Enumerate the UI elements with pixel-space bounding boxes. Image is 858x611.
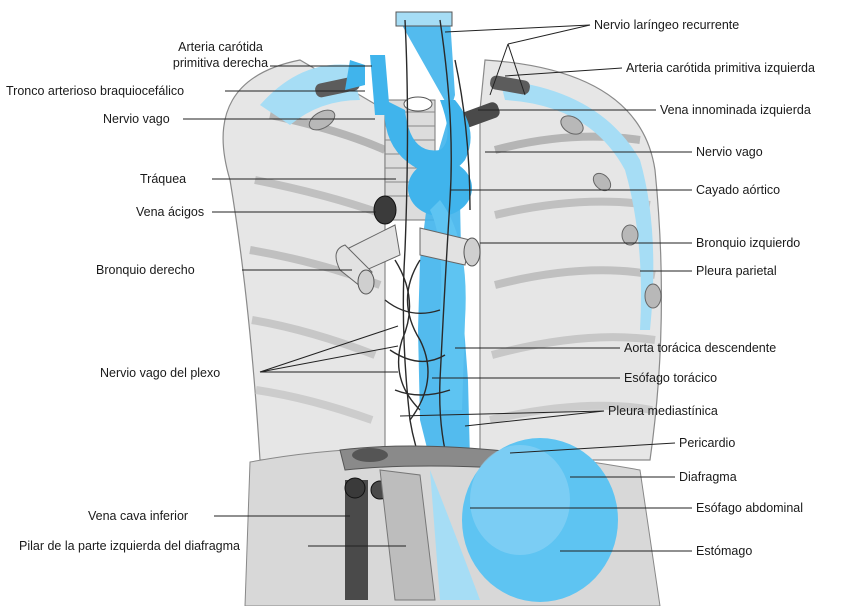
label-diaphragm: Diafragma bbox=[679, 470, 737, 484]
label-brachiocephalic-trunk: Tronco arterioso braquiocefálico bbox=[6, 84, 184, 98]
label-abdominal-esophagus: Esófago abdominal bbox=[696, 501, 803, 515]
label-recurrent-laryngeal: Nervio laríngeo recurrente bbox=[594, 18, 739, 32]
label-crus: Pilar de la parte izquierda del diafragm… bbox=[19, 539, 240, 553]
stomach bbox=[462, 438, 618, 602]
label-pericardium: Pericardio bbox=[679, 436, 735, 450]
label-carotid-right-1: Arteria carótida bbox=[163, 40, 278, 54]
label-vagus-plexus: Nervio vago del plexo bbox=[100, 366, 220, 380]
label-vagus-left: Nervio vago bbox=[696, 145, 763, 159]
label-parietal-pleura: Pleura parietal bbox=[696, 264, 777, 278]
label-stomach: Estómago bbox=[696, 544, 752, 558]
label-trachea: Tráquea bbox=[140, 172, 186, 186]
label-innominate-vein: Vena innominada izquierda bbox=[660, 103, 811, 117]
label-thoracic-esophagus: Esófago torácico bbox=[624, 371, 717, 385]
label-carotid-left: Arteria carótida primitiva izquierda bbox=[626, 61, 815, 75]
azygos-vein bbox=[374, 196, 396, 224]
label-right-bronchus: Bronquio derecho bbox=[96, 263, 195, 277]
label-left-bronchus: Bronquio izquierdo bbox=[696, 236, 800, 250]
label-azygos: Vena ácigos bbox=[136, 205, 204, 219]
label-descending-aorta: Aorta torácica descendente bbox=[624, 341, 776, 355]
label-aortic-arch: Cayado aórtico bbox=[696, 183, 780, 197]
label-ivc: Vena cava inferior bbox=[88, 509, 188, 523]
label-mediastinal-pleura: Pleura mediastínica bbox=[608, 404, 718, 418]
label-carotid-right-2: primitiva derecha bbox=[163, 56, 278, 70]
label-vagus-right: Nervio vago bbox=[103, 112, 170, 126]
